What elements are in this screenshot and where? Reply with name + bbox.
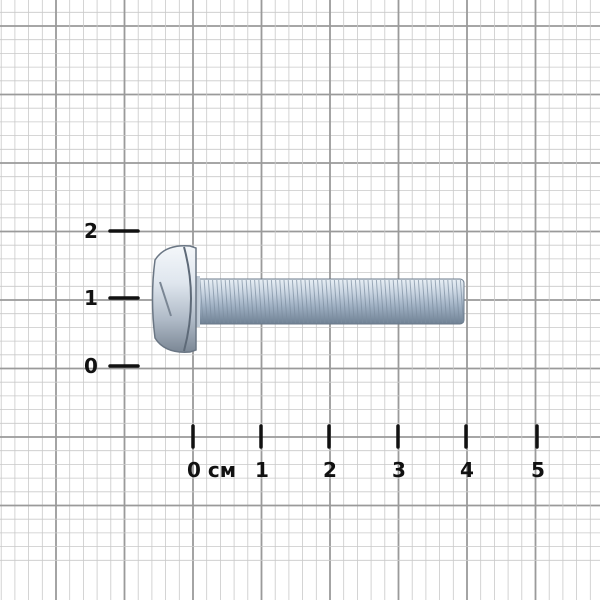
thread-line	[228, 279, 233, 324]
thread-line	[291, 279, 296, 324]
h-label-4: 4	[460, 458, 474, 482]
thread-line	[405, 279, 410, 324]
vertical-scale: 2 1 0	[84, 219, 140, 378]
thread-line	[207, 279, 212, 324]
thread-line	[409, 279, 414, 324]
thread-line	[308, 279, 313, 324]
thread-line	[241, 279, 246, 324]
thread-line	[388, 279, 393, 324]
thread-line	[422, 279, 427, 324]
thread-line	[434, 279, 439, 324]
thread-line	[430, 279, 435, 324]
thread-line	[249, 279, 254, 324]
thread-line	[245, 279, 250, 324]
thread-line	[417, 279, 422, 324]
thread-line	[216, 279, 221, 324]
thread-line	[233, 279, 238, 324]
thread-line	[363, 279, 368, 324]
thread-line	[296, 279, 301, 324]
screw-head	[151, 245, 197, 353]
thread-line	[346, 279, 351, 324]
thread-line	[283, 279, 288, 324]
thread-line	[426, 279, 431, 324]
thread-line	[279, 279, 284, 324]
thread-line	[350, 279, 355, 324]
thread-line	[447, 279, 452, 324]
h-label-5: 5	[531, 458, 545, 482]
h-label-3: 3	[392, 458, 406, 482]
horizontal-scale: 0 см 1 2 3 4 5	[187, 424, 545, 482]
thread-line	[300, 279, 305, 324]
thread-line	[237, 279, 242, 324]
thread-line	[380, 279, 385, 324]
v-label-1: 1	[84, 286, 98, 310]
thread-line	[455, 279, 460, 324]
screw-head-rim	[183, 246, 192, 352]
h-label-2: 2	[323, 458, 337, 482]
thread-line	[396, 279, 401, 324]
thread-line	[392, 279, 397, 324]
thread-line	[342, 279, 347, 324]
screw-slot	[159, 281, 172, 317]
thread-line	[275, 279, 280, 324]
thread-line	[321, 279, 326, 324]
thread-line	[367, 279, 372, 324]
thread-line	[401, 279, 406, 324]
thread-line	[220, 279, 225, 324]
thread-line	[254, 279, 259, 324]
thread-line	[371, 279, 376, 324]
thread-line	[212, 279, 217, 324]
thread-line	[317, 279, 322, 324]
thread-line	[287, 279, 292, 324]
thread-line	[199, 279, 204, 324]
thread-line	[359, 279, 364, 324]
thread-line	[270, 279, 275, 324]
thread-line	[438, 279, 443, 324]
thread-line	[413, 279, 418, 324]
thread-line	[384, 279, 389, 324]
thread-line	[325, 279, 330, 324]
thread-line	[262, 279, 267, 324]
thread-line	[266, 279, 271, 324]
pan-head-screw	[151, 245, 465, 353]
thread-line	[224, 279, 229, 324]
thread-line	[375, 279, 380, 324]
thread-line	[459, 279, 464, 324]
thread-line	[354, 279, 359, 324]
v-label-0: 0	[84, 354, 98, 378]
v-label-2: 2	[84, 219, 98, 243]
thread-line	[312, 279, 317, 324]
thread-line	[304, 279, 309, 324]
thread-line	[258, 279, 263, 324]
thread-line	[329, 279, 334, 324]
thread-line	[333, 279, 338, 324]
thread-line	[443, 279, 448, 324]
thread-line	[451, 279, 456, 324]
screw-threads	[199, 279, 464, 324]
thread-line	[203, 279, 208, 324]
thread-line	[338, 279, 343, 324]
h-label-1: 1	[255, 458, 269, 482]
h-label-0: 0 см	[187, 458, 236, 482]
